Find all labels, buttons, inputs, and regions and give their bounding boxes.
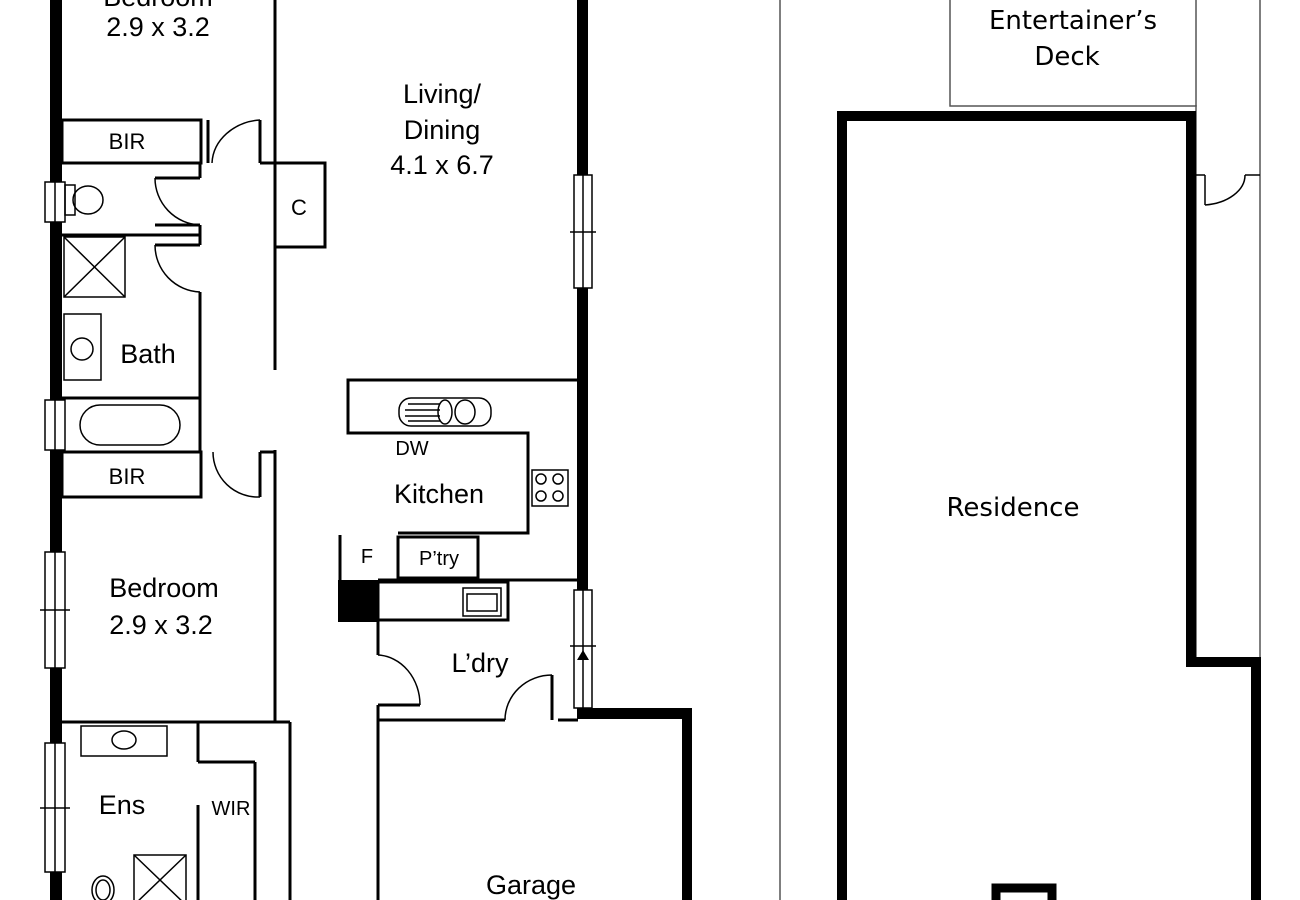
label-garage: Garage xyxy=(486,870,576,900)
label-bath: Bath xyxy=(120,339,176,369)
basin-icon xyxy=(63,313,102,381)
label-bir-bottom: BIR xyxy=(109,464,146,489)
label-living: Living/ xyxy=(403,79,482,109)
label-bedroom: Bedroom xyxy=(109,573,219,603)
laundry-sink-icon xyxy=(462,587,502,617)
label-fridge: F xyxy=(361,546,373,568)
side-gate xyxy=(1196,174,1260,206)
exterior-walls xyxy=(50,0,692,900)
interior-walls xyxy=(60,0,578,900)
label-dw: DW xyxy=(395,438,428,460)
label-bir-top: BIR xyxy=(109,129,146,154)
label-dining: Dining xyxy=(404,115,481,145)
label-living-size: 4.1 x 6.7 xyxy=(390,150,494,180)
ensuite-basin-icon xyxy=(80,725,168,757)
sink-icon xyxy=(398,397,492,427)
ensuite-shower-icon xyxy=(133,854,187,900)
shower-icon xyxy=(63,236,126,298)
label-bedroom-top: Bedroom xyxy=(103,0,213,12)
label-kitchen: Kitchen xyxy=(394,479,484,509)
label-closet: C xyxy=(291,195,307,220)
door-swings xyxy=(154,119,553,721)
cooktop-icon xyxy=(531,469,569,507)
label-pantry: P’try xyxy=(419,548,459,570)
label-bedroom-top-size: 2.9 x 3.2 xyxy=(106,12,210,42)
label-bedroom-size: 2.9 x 3.2 xyxy=(109,610,213,640)
label-ensuite: Ens xyxy=(99,790,146,820)
residence-outline xyxy=(837,111,1261,900)
ensuite-toilet-icon xyxy=(91,875,115,900)
bathtub-icon xyxy=(79,404,181,446)
toilet-icon xyxy=(64,184,104,216)
label-deck-line2: Deck xyxy=(1034,42,1099,72)
label-deck-line1: Entertainer’s xyxy=(989,6,1157,36)
label-laundry: L’dry xyxy=(451,648,509,678)
windows xyxy=(40,174,596,873)
fixtures xyxy=(63,184,569,900)
label-wir: WIR xyxy=(212,798,251,820)
label-residence: Residence xyxy=(947,493,1080,523)
